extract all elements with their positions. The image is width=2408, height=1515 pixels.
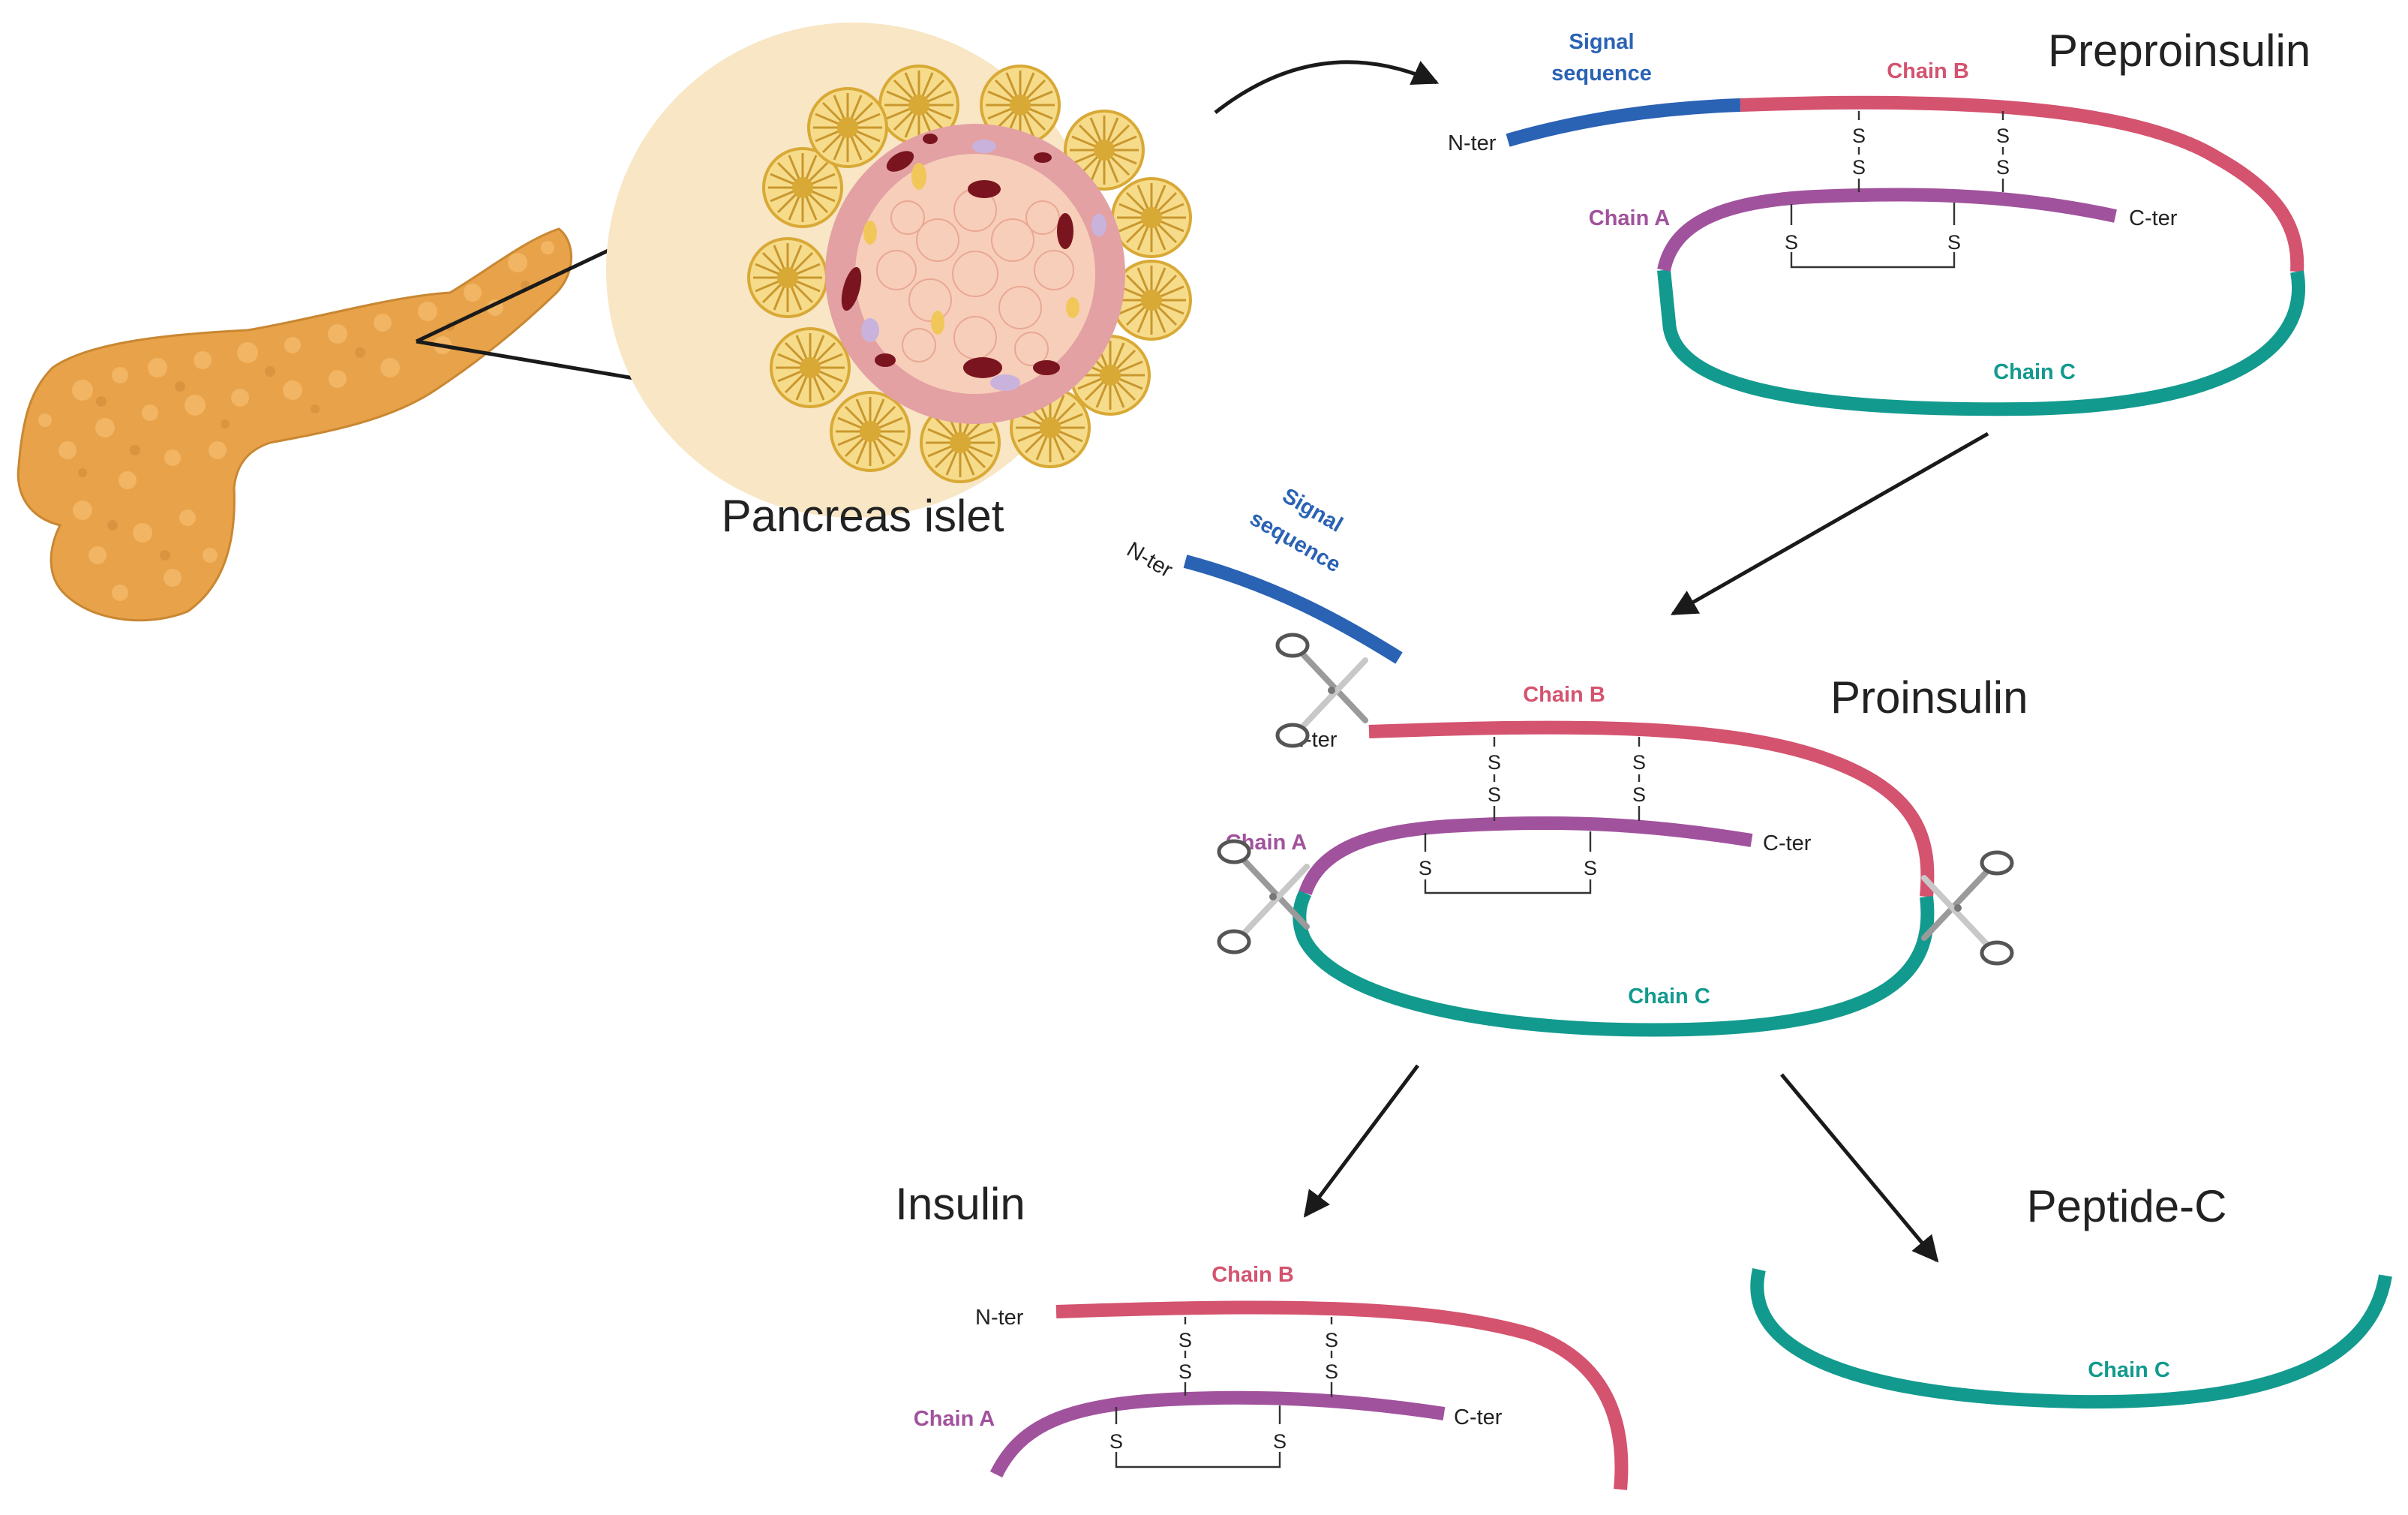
sulfur-label: S (1178, 1360, 1192, 1383)
scissors-icon (1924, 852, 2012, 963)
preproinsulin-chain-a-label: Chain A (1589, 206, 1671, 230)
preproinsulin-chain-c (1657, 269, 2305, 416)
proinsulin-chain-c (1293, 889, 1935, 1037)
cleaved-signal-sequence: N-ter Signal sequence (1123, 484, 1403, 664)
preproinsulin-signal-label-line1: Signal (1569, 30, 1634, 54)
preproinsulin-disulfide-bonds: S S S S S S (1785, 111, 2010, 269)
peptide-c-molecule: Chain C (1750, 1267, 2392, 1409)
cleaved-n-ter-label: N-ter (1123, 537, 1177, 582)
sulfur-label: S (1178, 1329, 1192, 1351)
insulin-disulfide-bonds: S S S S S S (1109, 1317, 1338, 1468)
arrow-proinsulin-to-insulin (1303, 1064, 1419, 1218)
arrow-preproinsulin-to-proinsulin (1670, 431, 1989, 616)
sulfur-label: S (1419, 857, 1432, 879)
preproinsulin-c-ter-label: C-ter (2129, 206, 2178, 230)
proinsulin-chain-b-label: Chain B (1523, 683, 1605, 707)
arrow-islet-to-preproinsulin (1214, 60, 1440, 114)
sulfur-label: S (1996, 156, 2010, 179)
sulfur-label: S (1632, 751, 1646, 774)
preproinsulin-signal-label-line2: sequence (1551, 62, 1652, 86)
peptide-c-chain-c (1750, 1267, 2392, 1409)
preproinsulin-chain-c-label: Chain C (1993, 360, 2076, 384)
proinsulin-chain-a (1299, 816, 1753, 896)
pancreas-icon (17, 227, 572, 622)
proinsulin-c-ter-label: C-ter (1763, 831, 1812, 855)
proinsulin-chain-b (1368, 720, 1935, 897)
insulin-chain-a (989, 1390, 1446, 1478)
insulin-title: Insulin (895, 1179, 1025, 1229)
sulfur-label: S (1325, 1360, 1338, 1383)
proinsulin-molecule: S S S S S S N-ter C-ter Chain B Chain A … (1219, 635, 2012, 1037)
sulfur-label: S (1488, 751, 1501, 774)
preproinsulin-chain-b (1740, 95, 2304, 272)
proinsulin-disulfide-bonds: S S S S S S (1419, 737, 1646, 894)
peptide-c-chain-c-label: Chain C (2088, 1358, 2170, 1382)
sulfur-label: S (1325, 1329, 1338, 1351)
sulfur-label: S (1996, 125, 2010, 147)
preproinsulin-title: Preproinsulin (2048, 26, 2310, 76)
sulfur-label: S (1852, 125, 1866, 147)
sulfur-label: S (1785, 231, 1798, 254)
flow-arrows (1214, 60, 1989, 1263)
arrow-proinsulin-to-peptide-c (1780, 1073, 1939, 1263)
scissors-icon (1219, 841, 1307, 952)
islet-illustration (606, 23, 1192, 518)
sulfur-label: S (1488, 783, 1501, 806)
insulin-chain-b-label: Chain B (1212, 1263, 1294, 1287)
insulin-c-ter-label: C-ter (1454, 1405, 1503, 1429)
proinsulin-chain-c-label: Chain C (1628, 984, 1710, 1008)
sulfur-label: S (1273, 1430, 1287, 1453)
sulfur-label: S (1109, 1430, 1123, 1453)
preproinsulin-signal-sequence (1506, 98, 1741, 147)
sulfur-label: S (1632, 783, 1646, 806)
insulin-chain-b (1055, 1300, 1629, 1490)
preproinsulin-chain-b-label: Chain B (1887, 59, 1969, 83)
insulin-chain-a-label: Chain A (914, 1407, 995, 1431)
preproinsulin-n-ter-label: N-ter (1448, 131, 1497, 155)
preproinsulin-chain-a (1657, 188, 2117, 272)
peptide-c-title: Peptide-C (2027, 1181, 2227, 1231)
sulfur-label: S (1584, 857, 1597, 879)
insulin-molecule: S S S S S S N-ter C-ter Chain B Chain A (914, 1263, 1629, 1490)
sulfur-label: S (1947, 231, 1961, 254)
proinsulin-title: Proinsulin (1830, 672, 2028, 723)
sulfur-label: S (1852, 156, 1866, 179)
pancreas-islet-title: Pancreas islet (722, 491, 1004, 541)
insulin-n-ter-label: N-ter (975, 1306, 1024, 1330)
preproinsulin-molecule: S S S S S S Signal sequence N-ter C-ter … (1448, 30, 2305, 416)
